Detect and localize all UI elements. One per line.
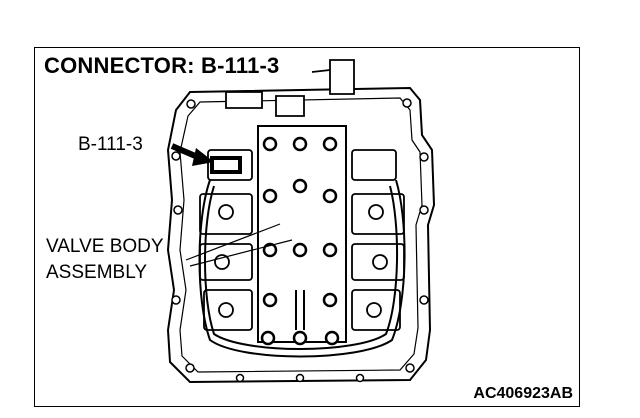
diagram-title: CONNECTOR: B-111-3	[44, 52, 284, 80]
valve-body-bolts	[260, 136, 340, 346]
top-tab	[225, 59, 355, 117]
wire-harness	[198, 179, 406, 358]
valve-body-label-line1: VALVE BODY	[46, 236, 164, 258]
connector-arrow-icon	[170, 143, 214, 166]
connector-label: B-111-3	[78, 134, 143, 156]
connector-b-111-3	[210, 156, 242, 174]
valve-body-label-line2: ASSEMBLY	[46, 262, 148, 284]
valve-body-leader	[185, 223, 293, 267]
valve-body-plate	[257, 125, 347, 343]
figure-code: AC406923AB	[469, 385, 573, 403]
right-solenoids	[351, 149, 405, 331]
case-bolts	[171, 98, 429, 383]
case-outline	[166, 86, 436, 384]
case-inner-outline	[179, 97, 423, 373]
